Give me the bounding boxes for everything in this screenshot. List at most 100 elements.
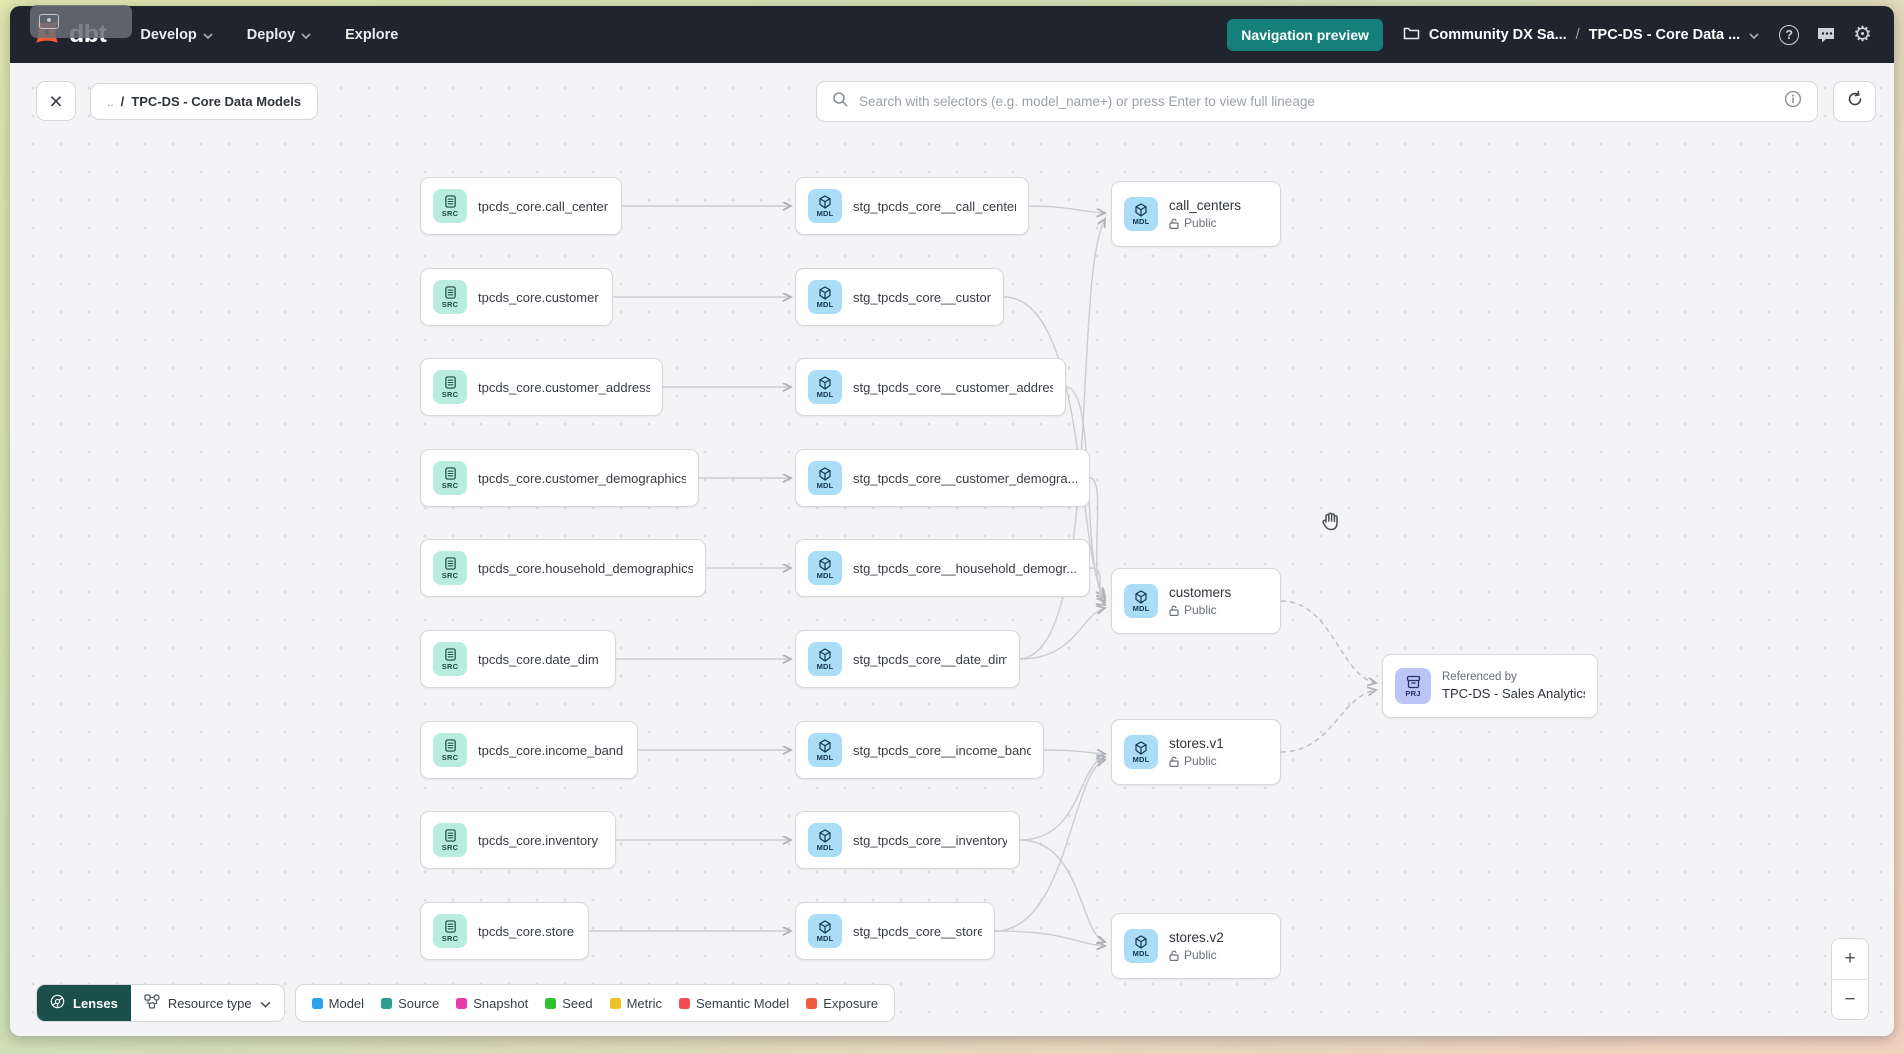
screen-share-indicator[interactable] bbox=[30, 5, 132, 38]
node-stg-household-demographics[interactable]: MDL stg_tpcds_core__household_demogr... bbox=[795, 539, 1090, 597]
model-icon: MDL bbox=[808, 642, 842, 676]
model-icon: MDL bbox=[808, 189, 842, 223]
refresh-lineage-button[interactable] bbox=[1833, 81, 1876, 122]
model-icon: MDL bbox=[808, 461, 842, 495]
node-stg-income-band[interactable]: MDL stg_tpcds_core__income_band bbox=[795, 721, 1044, 779]
node-stg-date-dim[interactable]: MDL stg_tpcds_core__date_dim bbox=[795, 630, 1020, 688]
canvas-controls: Lenses Resource type Model Source Snapsh… bbox=[36, 984, 896, 1022]
model-icon: MDL bbox=[1124, 735, 1158, 769]
model-icon: MDL bbox=[808, 733, 842, 767]
zoom-controls: + − bbox=[1831, 938, 1869, 1020]
monitor-icon bbox=[39, 14, 59, 29]
navbar-right: Navigation preview Community DX Sa... / … bbox=[1227, 18, 1872, 51]
seed-swatch bbox=[545, 997, 557, 1009]
source-icon: SRC bbox=[433, 280, 467, 314]
node-source-income-band[interactable]: SRC tpcds_core.income_band bbox=[420, 721, 638, 779]
node-source-call-center[interactable]: SRC tpcds_core.call_center bbox=[420, 177, 622, 235]
access-badge: Public bbox=[1169, 603, 1231, 617]
legend-semantic-model: Semantic Model bbox=[678, 996, 789, 1011]
chevron-down-icon bbox=[260, 996, 271, 1011]
model-icon: MDL bbox=[1124, 929, 1158, 963]
model-icon: MDL bbox=[1124, 197, 1158, 231]
resource-type-dropdown[interactable]: Resource type bbox=[131, 985, 284, 1021]
access-badge: Public bbox=[1169, 754, 1224, 768]
node-source-inventory[interactable]: SRC tpcds_core.inventory bbox=[420, 811, 616, 869]
legend-metric: Metric bbox=[609, 996, 662, 1011]
node-source-customer[interactable]: SRC tpcds_core.customer bbox=[420, 268, 613, 326]
navigation-preview-badge[interactable]: Navigation preview bbox=[1227, 18, 1383, 51]
source-icon: SRC bbox=[433, 551, 467, 585]
breadcrumb-up[interactable]: .. bbox=[107, 94, 114, 109]
source-swatch bbox=[381, 997, 393, 1009]
node-source-date-dim[interactable]: SRC tpcds_core.date_dim bbox=[420, 630, 616, 688]
source-icon: SRC bbox=[433, 189, 467, 223]
snapshot-swatch bbox=[456, 997, 468, 1009]
node-source-store[interactable]: SRC tpcds_core.store bbox=[420, 902, 589, 960]
project-icon: PRJ bbox=[1395, 668, 1431, 704]
close-lineage-button[interactable]: × bbox=[36, 81, 76, 121]
main-nav: Develop Deploy Explore bbox=[140, 27, 398, 43]
nav-develop[interactable]: Develop bbox=[140, 27, 213, 43]
node-stg-customer-demographics[interactable]: MDL stg_tpcds_core__customer_demogra... bbox=[795, 449, 1090, 507]
model-icon: MDL bbox=[1124, 584, 1158, 618]
node-stores-v1[interactable]: MDL stores.v1 Public bbox=[1111, 719, 1281, 785]
lenses-icon bbox=[50, 994, 65, 1012]
node-referenced-project[interactable]: PRJ Referenced by TPC-DS - Sales Analyti… bbox=[1382, 654, 1598, 718]
chevron-down-icon bbox=[301, 27, 311, 43]
resource-legend: Model Source Snapshot Seed Metric Semant… bbox=[294, 984, 896, 1022]
zoom-in-button[interactable]: + bbox=[1832, 939, 1868, 979]
source-icon: SRC bbox=[433, 914, 467, 948]
nav-explore[interactable]: Explore bbox=[345, 26, 399, 43]
legend-source: Source bbox=[381, 996, 439, 1011]
project-name[interactable]: Community DX Sa... bbox=[1428, 26, 1567, 43]
source-icon: SRC bbox=[433, 642, 467, 676]
source-icon: SRC bbox=[433, 461, 467, 495]
node-stg-customer[interactable]: MDL stg_tpcds_core__customer bbox=[795, 268, 1004, 326]
model-swatch bbox=[311, 997, 323, 1009]
node-customers[interactable]: MDL customers Public bbox=[1111, 568, 1281, 634]
navbar-icons: ? ⚙ bbox=[1779, 24, 1872, 45]
source-icon: SRC bbox=[433, 370, 467, 404]
legend-seed: Seed bbox=[545, 996, 593, 1011]
lenses-button[interactable]: Lenses bbox=[37, 985, 131, 1021]
node-stg-call-center[interactable]: MDL stg_tpcds_core__call_center bbox=[795, 177, 1029, 235]
node-source-customer-address[interactable]: SRC tpcds_core.customer_address bbox=[420, 358, 663, 416]
nav-deploy[interactable]: Deploy bbox=[247, 27, 311, 43]
help-icon[interactable]: ? bbox=[1779, 24, 1800, 45]
model-icon: MDL bbox=[808, 914, 842, 948]
breadcrumb-label: TPC-DS - Core Data Models bbox=[131, 94, 302, 109]
search-input[interactable] bbox=[859, 94, 1773, 109]
metric-swatch bbox=[609, 997, 621, 1009]
folder-icon bbox=[1403, 26, 1420, 44]
lock-icon bbox=[1169, 605, 1179, 616]
chevron-down-icon[interactable] bbox=[1749, 27, 1759, 43]
lineage-canvas[interactable]: × .. / TPC-DS - Core Data Models SRC tpc… bbox=[10, 63, 1894, 1036]
access-badge: Public bbox=[1169, 948, 1224, 962]
info-icon[interactable] bbox=[1784, 90, 1802, 113]
settings-gear-icon[interactable]: ⚙ bbox=[1853, 23, 1872, 46]
legend-exposure: Exposure bbox=[806, 996, 878, 1011]
legend-model: Model bbox=[311, 996, 364, 1011]
page-name[interactable]: TPC-DS - Core Data ... bbox=[1588, 26, 1741, 43]
exposure-swatch bbox=[806, 997, 818, 1009]
model-icon: MDL bbox=[808, 551, 842, 585]
chevron-down-icon bbox=[203, 27, 213, 43]
node-stg-store[interactable]: MDL stg_tpcds_core__store bbox=[795, 902, 995, 960]
legend-snapshot: Snapshot bbox=[456, 996, 528, 1011]
semantic-model-swatch bbox=[678, 997, 690, 1009]
model-icon: MDL bbox=[808, 280, 842, 314]
zoom-out-button[interactable]: − bbox=[1832, 979, 1868, 1019]
node-source-customer-demographics[interactable]: SRC tpcds_core.customer_demographics bbox=[420, 449, 699, 507]
model-icon: MDL bbox=[808, 370, 842, 404]
node-stg-inventory[interactable]: MDL stg_tpcds_core__inventory bbox=[795, 811, 1020, 869]
node-stg-customer-address[interactable]: MDL stg_tpcds_core__customer_address bbox=[795, 358, 1066, 416]
lens-controls: Lenses Resource type bbox=[36, 984, 285, 1022]
node-stores-v2[interactable]: MDL stores.v2 Public bbox=[1111, 913, 1281, 979]
refresh-icon bbox=[1846, 90, 1864, 113]
node-source-household-demographics[interactable]: SRC tpcds_core.household_demographics bbox=[420, 539, 706, 597]
lineage-breadcrumb[interactable]: .. / TPC-DS - Core Data Models bbox=[90, 83, 319, 120]
node-call-centers[interactable]: MDL call_centers Public bbox=[1111, 181, 1281, 247]
feedback-icon[interactable] bbox=[1816, 26, 1836, 44]
lineage-edges bbox=[589, 63, 1894, 1036]
lock-icon bbox=[1169, 950, 1179, 961]
